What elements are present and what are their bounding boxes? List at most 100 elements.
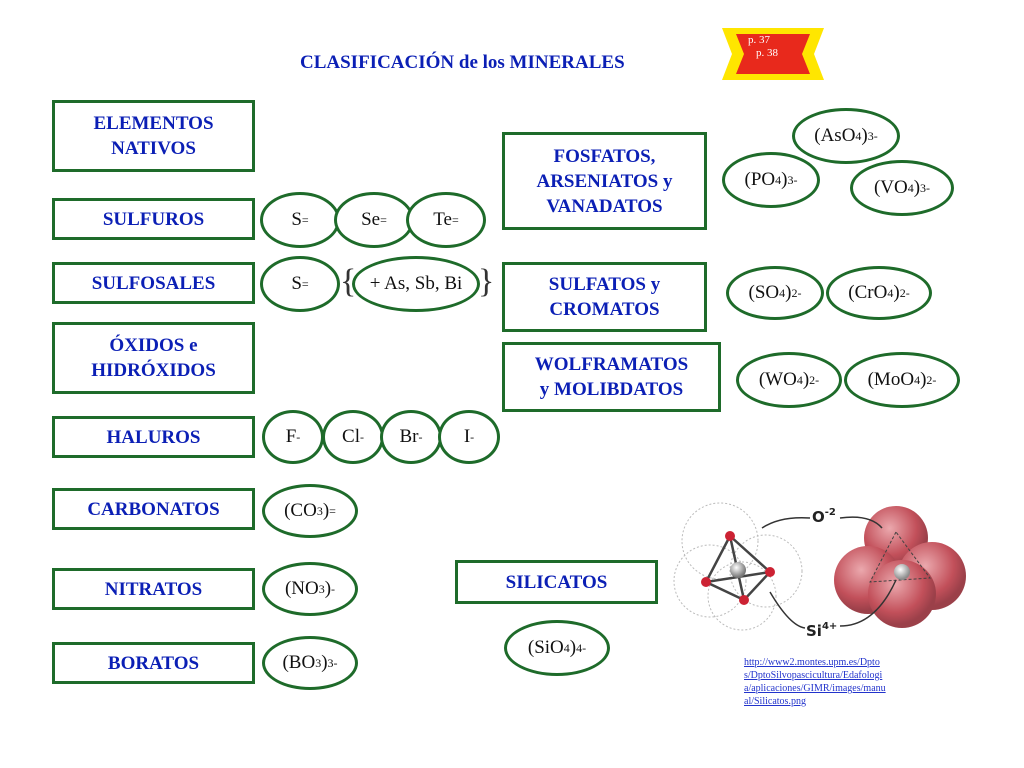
class-haluros: HALUROS [52, 416, 255, 458]
ion-charge: - [359, 429, 364, 444]
oxygen-atom-icon [725, 531, 735, 541]
label-line: HIDRÓXIDOS [91, 360, 216, 381]
ion-te: Te= [406, 192, 486, 248]
label: HALUROS [106, 426, 201, 448]
ion-subscript: 4 [563, 640, 570, 655]
ion-base: Se [361, 209, 381, 230]
ion-charge: - [296, 429, 301, 444]
silicon-label: Si4+ [806, 621, 837, 640]
ion-subscript: 4 [796, 372, 803, 387]
label: SILICATOS [505, 571, 608, 593]
label-line: ÓXIDOS e [109, 335, 198, 356]
page-reference-badge[interactable] [718, 26, 828, 82]
ion-subscript: 3 [315, 655, 322, 670]
ion-cl: Cl- [322, 410, 384, 464]
ion-charge: 2- [791, 285, 802, 300]
ion-formula: (PO [744, 169, 776, 190]
ion-formula-close: ) [893, 282, 900, 303]
ion-base: F [285, 426, 297, 447]
label-line: ARSENIATOS y [536, 170, 673, 192]
ion-charge: = [380, 212, 387, 227]
oxygen-charge: -2 [825, 507, 836, 518]
ion-i: I- [438, 410, 500, 464]
class-elementos-nativos: ELEMENTOS NATIVOS [52, 100, 255, 172]
silicon-atom-icon [730, 562, 746, 578]
oxygen-atom-icon [765, 567, 775, 577]
ion-subscript: 4 [907, 180, 914, 195]
ion-charge: 3- [867, 128, 878, 143]
source-link[interactable]: http://www2.montes.upm.es/Dptos/DptoSilv… [744, 657, 886, 707]
ion-subscript: 4 [855, 128, 862, 143]
ion-formula: (NO [284, 578, 319, 599]
ion-formula: (CO [284, 500, 317, 521]
ion-formula-close: ) [861, 125, 868, 146]
ion-formula-close: ) [322, 500, 330, 521]
ion-subscript: 3 [318, 581, 325, 596]
ion-charge: 3- [920, 180, 931, 195]
class-carbonatos: CARBONATOS [52, 488, 255, 530]
ion-formula: (SO [748, 282, 780, 303]
class-nitratos: NITRATOS [52, 568, 255, 610]
class-sulfosales: SULFOSALES [52, 262, 255, 304]
ion-charge: 2- [809, 372, 820, 387]
label-line: FOSFATOS, [553, 145, 656, 167]
label: SULFUROS [102, 208, 205, 230]
ion-formula-close: ) [802, 369, 810, 390]
ion-formula: (CrO [848, 282, 888, 303]
page-reference-text: p. 37 p. 38 [748, 34, 808, 60]
label-line: y MOLIBDATOS [539, 379, 684, 400]
class-sulfuros: SULFUROS [52, 198, 255, 240]
silicon-charge: 4+ [822, 621, 837, 632]
label: BORATOS [107, 652, 200, 674]
label-line: NATIVOS [111, 138, 196, 159]
label: CARBONATOS [87, 498, 220, 520]
ion-charge: = [329, 503, 336, 518]
label-line: SULFATOS y [548, 274, 661, 295]
ion-charge: 3- [787, 172, 798, 187]
ion-formula: (AsO [814, 125, 856, 146]
label: NITRATOS [104, 578, 203, 600]
ion-formula: (BO [282, 652, 316, 673]
ion-base: Te [433, 209, 452, 230]
ion-formula-close: ) [913, 177, 921, 198]
label-line: ELEMENTOS [93, 113, 214, 134]
ion-formula: (SiO [527, 637, 564, 658]
silicon-symbol: Si [806, 622, 822, 640]
page-title: CLASIFICACIÓN de los MINERALES [300, 52, 625, 73]
close-brace: } [478, 263, 495, 300]
ion-formula-close: ) [321, 652, 328, 673]
ion-charge: = [301, 276, 309, 291]
ion-formula: (WO [758, 369, 797, 390]
ion-formula-close: ) [569, 637, 577, 658]
ion-subscript: 4 [887, 285, 894, 300]
ion-base: S [291, 273, 302, 294]
ion-formula: (MoO [867, 369, 915, 390]
ion-as-sb-bi: + As, Sb, Bi [352, 256, 480, 312]
ion-br: Br- [380, 410, 442, 464]
ion-se: Se= [334, 192, 414, 248]
ion-base: + As, Sb, Bi [369, 273, 463, 294]
space-filling-model [834, 506, 966, 628]
class-silicatos: SILICATOS [455, 560, 658, 604]
ion-charge: = [301, 212, 309, 227]
ion-subscript: 4 [779, 285, 786, 300]
class-boratos: BORATOS [52, 642, 255, 684]
ion-base: I [463, 426, 471, 447]
oxygen-atom-icon [739, 595, 749, 605]
class-oxidos: ÓXIDOS e HIDRÓXIDOS [52, 322, 255, 394]
ion-charge: 2- [926, 372, 937, 387]
ion-base: S [291, 209, 302, 230]
ion-base: Cl [342, 426, 360, 447]
ion-formula-close: ) [324, 578, 332, 599]
ion-formula-close: ) [785, 282, 792, 303]
